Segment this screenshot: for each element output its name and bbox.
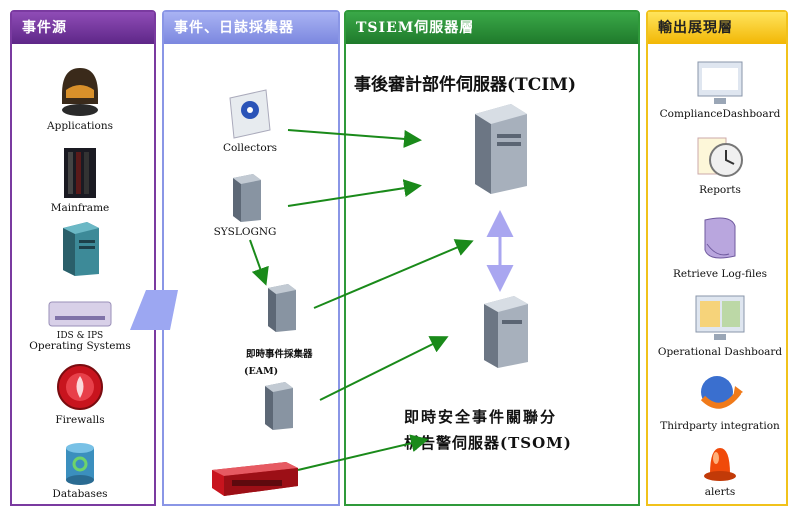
collector-drive-icon — [229, 89, 271, 139]
output-compliance: ComplianceDashboard — [660, 58, 780, 120]
tcim-title: 事後審計部件伺服器(TCIM) — [354, 75, 577, 95]
syslogng-label: SYSLOGNG — [213, 226, 277, 238]
collector-collectors: Collectors — [210, 84, 290, 154]
arrow-appliance-tsom — [297, 434, 429, 471]
sources-header: 事件源 — [12, 12, 154, 44]
ids-ips-device-icon — [48, 301, 112, 327]
syslog-server-icon — [233, 174, 261, 222]
output-retrieve: Retrieve Log-files — [660, 214, 780, 280]
thirdparty-label: Thirdparty integration — [660, 420, 780, 432]
arrow-eam-tcim — [313, 239, 474, 309]
integration-icon — [700, 376, 743, 409]
source-mainframe: Mainframe — [40, 146, 120, 214]
databases-label: Databases — [52, 488, 108, 500]
servers-header: TSIEM伺服器層 — [346, 12, 638, 44]
compliance-label: ComplianceDashboard — [659, 108, 781, 120]
tsom-title-line2: 析告警伺服器(TSOM) — [404, 434, 572, 452]
source-ids-ips: IDS & IPS Operating Systems — [29, 298, 131, 352]
tsom-server — [470, 292, 540, 370]
compliance-dashboard-icon — [697, 61, 743, 104]
appliance-icon — [212, 462, 298, 496]
reports-label: Reports — [699, 184, 741, 196]
tsom-title-line1: 即時安全事件關聯分 — [404, 408, 558, 426]
retrieve-label: Retrieve Log-files — [673, 268, 767, 280]
eam-server-icon — [268, 284, 296, 332]
output-alerts: alerts — [660, 440, 780, 498]
reports-clock-icon — [697, 137, 743, 177]
tcim-server — [460, 100, 540, 196]
collector-eam — [255, 282, 305, 334]
collector-appliance — [204, 458, 304, 500]
output-thirdparty: Thirdparty integration — [660, 368, 780, 432]
arrow-syslog-eam — [249, 239, 269, 286]
server-tower-icon — [63, 222, 99, 276]
source-firewalls: Firewalls — [40, 362, 120, 426]
database-icon — [66, 443, 94, 485]
output-reports: Reports — [660, 132, 780, 196]
applications-label: Applications — [47, 120, 113, 132]
operational-dashboard-icon — [695, 295, 745, 340]
source-server — [40, 220, 120, 278]
output-operational: Operational Dashboard — [657, 292, 783, 358]
collector-server-icon — [265, 382, 293, 430]
alerts-label: alerts — [704, 486, 736, 498]
arrow-collectors-tcim — [287, 129, 422, 148]
collectors-header: 事件、日誌採集器 — [164, 12, 338, 44]
operational-label: Operational Dashboard — [657, 346, 783, 358]
source-databases: Databases — [40, 440, 120, 500]
firewalls-label: Firewalls — [55, 414, 105, 426]
alert-light-icon — [704, 448, 736, 481]
output-header: 輸出展現層 — [648, 12, 786, 44]
collectors-column: 事件、日誌採集器 — [162, 10, 340, 506]
arrow-collector-tsom — [319, 336, 449, 401]
ids-ips-label: IDS & IPS — [56, 331, 104, 341]
arrow-syslog-tcim — [287, 179, 422, 207]
operating-systems-label: Operating Systems — [29, 340, 131, 352]
collectors-label: Collectors — [222, 142, 278, 154]
eam-label-line1: 即時事件採集器 — [246, 349, 313, 360]
source-applications: Applications — [40, 64, 120, 132]
mainframe-label: Mainframe — [50, 202, 110, 214]
tsom-server-icon — [484, 296, 528, 368]
tcim-server-icon — [475, 104, 527, 194]
applications-icon — [62, 68, 98, 116]
log-files-icon — [704, 217, 736, 259]
collector-server — [252, 380, 302, 432]
collector-syslogng: SYSLOGNG — [205, 172, 285, 238]
flow-block-arrow — [130, 290, 178, 330]
mainframe-icon — [64, 148, 96, 198]
firewall-icon — [57, 364, 103, 410]
eam-label-line2: (EAM) — [244, 366, 279, 377]
